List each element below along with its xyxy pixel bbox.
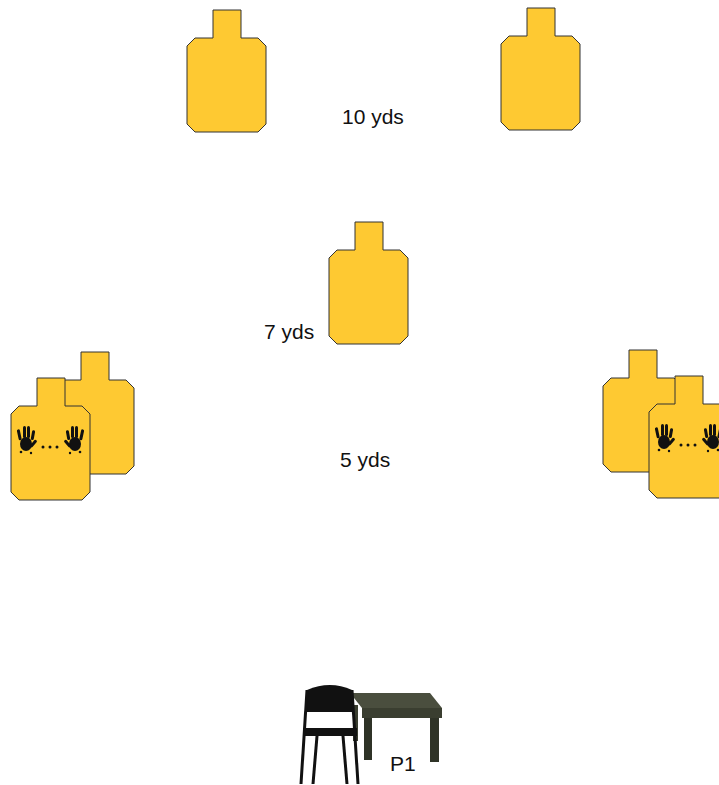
- distance-label: P1: [390, 752, 416, 775]
- distance-label: 7 yds: [264, 320, 314, 343]
- chair: [301, 685, 358, 784]
- distance-label: 10 yds: [342, 105, 404, 128]
- distance-label: 5 yds: [340, 448, 390, 471]
- table: [350, 693, 442, 762]
- no-shoot-target: [649, 376, 719, 498]
- shoot-target: [187, 10, 266, 132]
- shoot-target: [501, 8, 580, 130]
- shoot-target: [329, 222, 408, 344]
- no-shoot-target: [11, 378, 90, 500]
